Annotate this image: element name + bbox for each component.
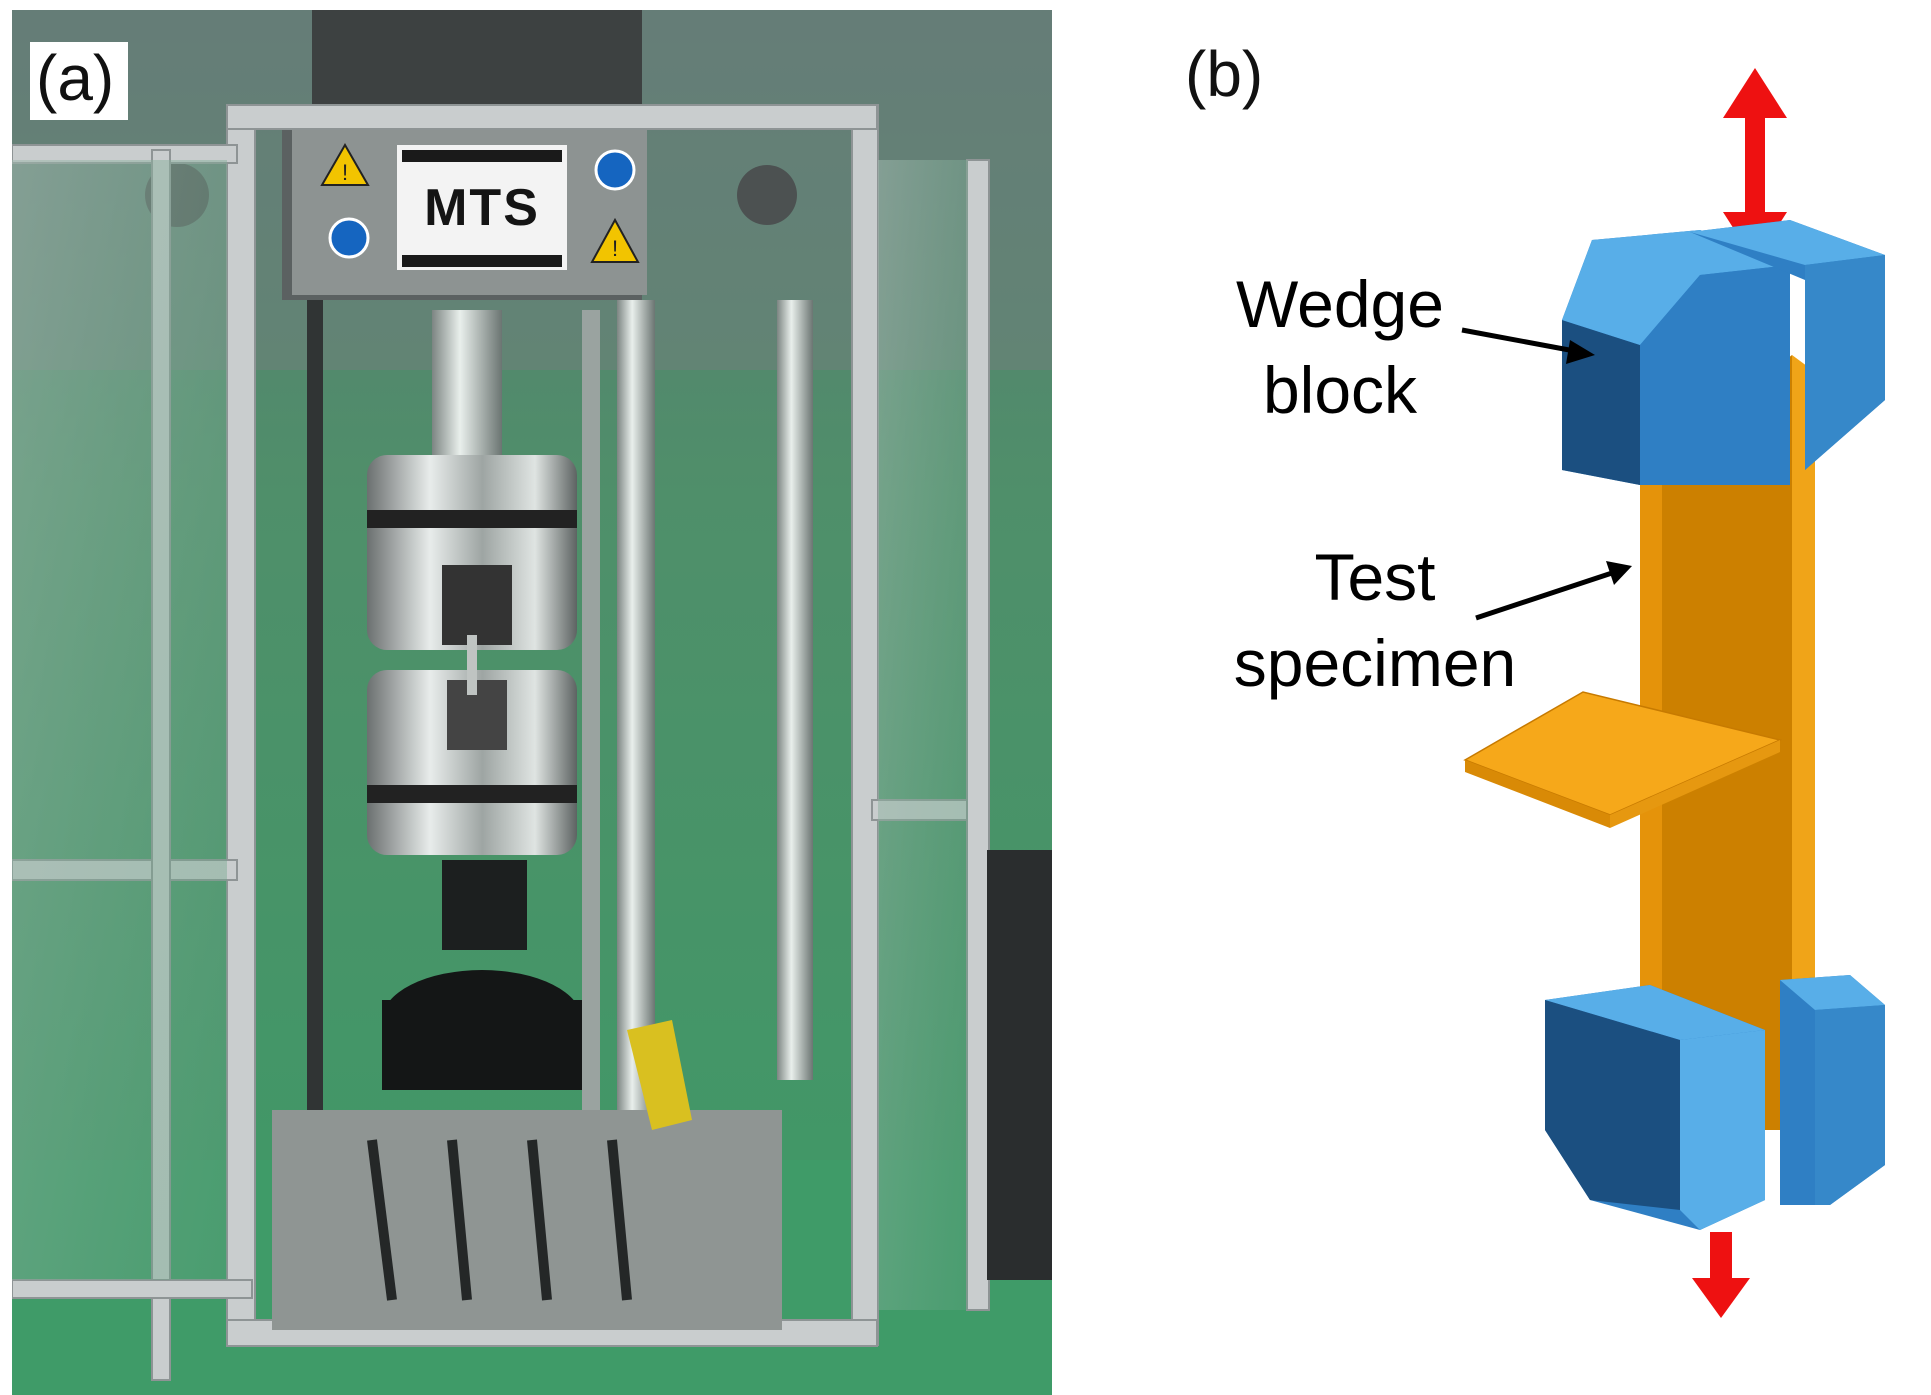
top-wedge-block-left: [1562, 230, 1790, 485]
warning-sign-icon: !: [320, 142, 370, 186]
top-wedge-block-right: [1690, 220, 1885, 470]
info-sign-icon: [594, 149, 636, 191]
warning-sign-icon: !: [590, 217, 640, 263]
load-arrow-down-icon: [1692, 1232, 1750, 1318]
wedge-block-label: Wedge block: [1200, 262, 1480, 434]
bottom-wedge-block-right: [1780, 975, 1885, 1205]
bottom-wedge-block-left: [1545, 985, 1765, 1230]
svg-text:!: !: [342, 160, 348, 185]
test-specimen-label-line2: specimen: [1233, 625, 1517, 700]
wedge-block-label-line2: block: [1262, 352, 1418, 427]
mts-logo: MTS: [424, 179, 540, 237]
specimen-flange: [1463, 691, 1783, 828]
test-specimen-label: Test specimen: [1195, 535, 1555, 707]
svg-text:!: !: [612, 236, 618, 261]
photo-panel: MTS ! !: [12, 10, 1052, 1395]
info-sign-icon: [328, 217, 370, 259]
panel-b-label: (b): [1185, 38, 1264, 110]
wedge-block-label-line1: Wedge: [1236, 267, 1444, 341]
pointer-arrow-icon: [1475, 561, 1632, 621]
schematic-panel: [1461, 68, 1885, 1318]
pointer-arrow-icon: [1461, 327, 1595, 364]
machine-base: [272, 1110, 782, 1330]
panel-a-label: (a): [30, 42, 129, 120]
test-specimen-label-line1: Test: [1314, 540, 1436, 614]
